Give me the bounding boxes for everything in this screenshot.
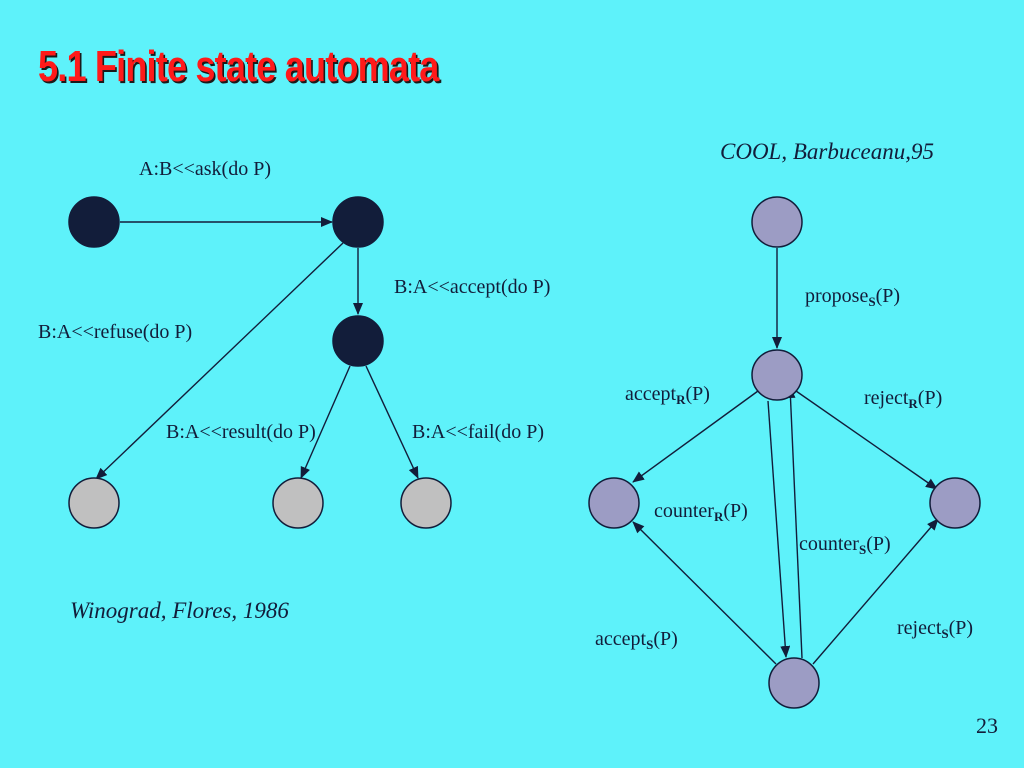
edge-reject-r <box>795 390 938 490</box>
page-number: 23 <box>976 713 998 738</box>
state-proposed <box>751 349 803 401</box>
edge-counter-s <box>785 386 803 659</box>
edge-result <box>300 365 351 479</box>
label-result: B:A<<result(do P) <box>166 421 316 443</box>
label-counter-r: counterR(P) <box>654 500 748 524</box>
edge-counter-r <box>767 400 791 658</box>
cool-citation: COOL, Barbuceanu,95 <box>720 139 935 164</box>
label-accept: B:A<<accept(do P) <box>394 276 551 298</box>
state-initial <box>68 196 120 248</box>
edge-accept-s <box>632 521 777 665</box>
label-refuse: B:A<<refuse(do P) <box>38 321 193 343</box>
label-accept-r: acceptR(P) <box>625 383 710 407</box>
state-asked <box>332 196 384 248</box>
label-reject-s: rejectS(P) <box>897 617 974 641</box>
state-reject <box>929 477 981 529</box>
label-ask: A:B<<ask(do P) <box>139 158 272 180</box>
label-fail: B:A<<fail(do P) <box>412 421 544 443</box>
state-refused <box>68 477 120 529</box>
edge-accept-r <box>632 390 759 483</box>
state-accept <box>588 477 640 529</box>
winograd-citation: Winograd, Flores, 1986 <box>70 598 289 623</box>
state-start <box>751 196 803 248</box>
slide-title: 5.1 Finite state automata <box>38 42 439 91</box>
label-counter-s: counterS(P) <box>799 533 891 557</box>
state-result <box>272 477 324 529</box>
state-accepted <box>332 315 384 367</box>
edge-refuse <box>95 242 344 480</box>
label-propose-s: proposeS(P) <box>805 285 901 309</box>
label-reject-r: rejectR(P) <box>864 387 943 411</box>
label-accept-s: acceptS(P) <box>595 628 678 652</box>
edge-reject-s <box>812 518 939 665</box>
state-failed <box>400 477 452 529</box>
state-countered <box>768 657 820 709</box>
edge-fail <box>365 365 419 479</box>
